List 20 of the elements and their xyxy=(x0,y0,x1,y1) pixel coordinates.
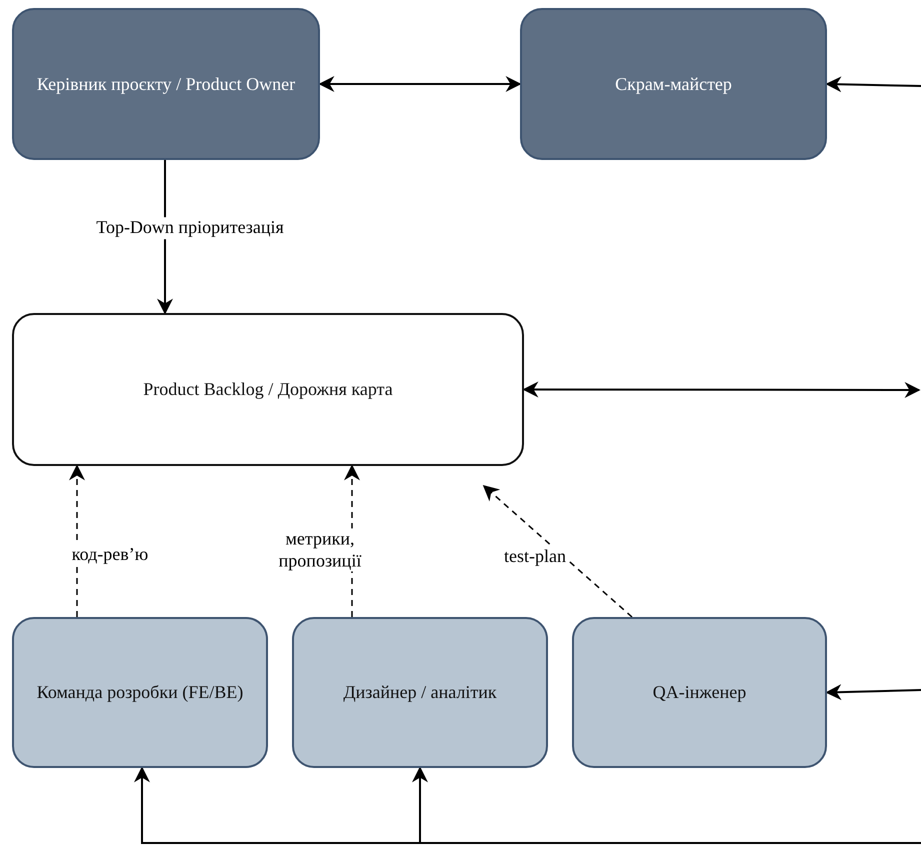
process-box xyxy=(292,617,548,768)
arrow xyxy=(482,484,632,618)
process-box xyxy=(572,617,827,768)
node-label: Скрам-майстер xyxy=(615,72,732,96)
node-label: Дизайнер / аналітик xyxy=(343,681,497,704)
arrow xyxy=(318,76,522,92)
arrow xyxy=(825,76,921,92)
node-label: Керівник проєкту / Product Owner xyxy=(36,72,296,96)
node-label: Команда розробки (FE/BE) xyxy=(36,681,244,704)
process-box xyxy=(12,313,524,466)
process-box xyxy=(12,8,320,160)
edge-label: test-plan xyxy=(502,546,568,568)
arrow xyxy=(522,382,921,398)
node-label: Product Backlog / Дорожня карта xyxy=(143,378,393,402)
edge-label: Top-Down пріоритезація xyxy=(94,217,286,239)
arrow xyxy=(825,684,921,700)
node-label: QA-інженер xyxy=(652,681,746,704)
edge-label: код-рев’ю xyxy=(70,544,150,566)
process-box xyxy=(12,617,268,768)
process-box xyxy=(520,8,827,160)
